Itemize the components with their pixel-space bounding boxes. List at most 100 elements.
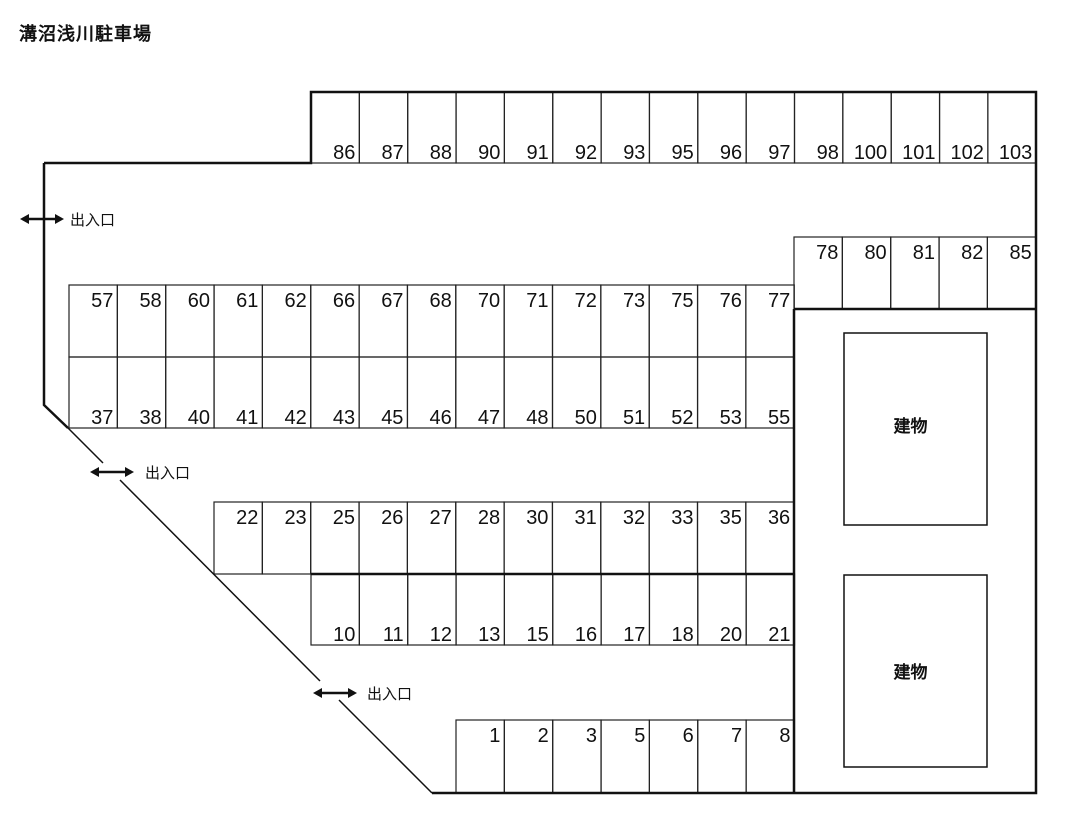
parking-space-98[interactable]: 98	[793, 91, 844, 164]
parking-space-50[interactable]: 50	[551, 356, 602, 429]
parking-space-22[interactable]: 22	[213, 501, 263, 575]
parking-space-57[interactable]: 57	[68, 284, 118, 358]
space-number: 90	[478, 142, 500, 164]
parking-space-91[interactable]: 91	[503, 91, 554, 164]
parking-space-62[interactable]: 62	[261, 284, 312, 358]
parking-space-26[interactable]: 26	[358, 501, 408, 575]
parking-space-67[interactable]: 67	[358, 284, 409, 358]
space-number: 38	[139, 407, 161, 429]
space-number: 87	[381, 142, 403, 164]
lot-boundary	[44, 90, 1038, 795]
parking-space-53[interactable]: 53	[696, 356, 747, 429]
parking-space-77[interactable]: 77	[745, 284, 795, 358]
parking-space-38[interactable]: 38	[116, 356, 167, 429]
parking-space-15[interactable]: 15	[503, 573, 554, 646]
parking-space-61[interactable]: 61	[213, 284, 264, 358]
parking-space-25[interactable]: 25	[310, 501, 360, 575]
parking-space-97[interactable]: 97	[745, 91, 796, 164]
parking-space-87[interactable]: 87	[358, 91, 409, 164]
parking-space-11[interactable]: 11	[358, 573, 409, 646]
parking-space-45[interactable]: 45	[358, 356, 409, 429]
parking-space-8[interactable]: 8	[745, 719, 796, 794]
parking-space-70[interactable]: 70	[455, 284, 505, 358]
parking-space-32[interactable]: 32	[600, 501, 650, 575]
parking-space-72[interactable]: 72	[551, 284, 602, 358]
parking-space-7[interactable]: 7	[697, 719, 747, 794]
parking-space-2[interactable]: 2	[503, 719, 554, 794]
parking-space-13[interactable]: 13	[455, 573, 505, 646]
space-number: 35	[720, 507, 742, 529]
parking-space-102[interactable]: 102	[938, 91, 989, 164]
space-number: 100	[854, 142, 887, 164]
parking-space-101[interactable]: 101	[890, 91, 941, 164]
parking-space-73[interactable]: 73	[600, 284, 650, 358]
parking-space-3[interactable]: 3	[552, 719, 602, 794]
parking-space-6[interactable]: 6	[648, 719, 699, 794]
parking-space-28[interactable]: 28	[455, 501, 505, 575]
parking-space-68[interactable]: 68	[406, 284, 457, 358]
parking-space-23[interactable]: 23	[261, 501, 312, 575]
space-number: 2	[538, 725, 549, 747]
parking-space-42[interactable]: 42	[261, 356, 312, 429]
parking-space-92[interactable]: 92	[552, 91, 602, 164]
space-number: 5	[634, 725, 645, 747]
parking-space-96[interactable]: 96	[697, 91, 747, 164]
parking-space-36[interactable]: 36	[745, 501, 795, 575]
parking-space-31[interactable]: 31	[551, 501, 602, 575]
space-number: 82	[961, 242, 983, 264]
arrow-right-head-icon	[348, 688, 357, 698]
parking-space-16[interactable]: 16	[552, 573, 602, 646]
parking-space-27[interactable]: 27	[406, 501, 457, 575]
entrance-1: 出入口	[20, 211, 115, 229]
parking-space-47[interactable]: 47	[455, 356, 505, 429]
parking-space-17[interactable]: 17	[600, 573, 651, 646]
parking-space-40[interactable]: 40	[165, 356, 215, 429]
parking-space-43[interactable]: 43	[310, 356, 360, 429]
parking-space-1[interactable]: 1	[455, 719, 505, 794]
parking-space-100[interactable]: 100	[842, 91, 892, 164]
parking-space-85[interactable]: 85	[986, 236, 1037, 310]
parking-space-52[interactable]: 52	[648, 356, 699, 429]
building-1: 建物	[843, 332, 988, 526]
space-number: 91	[527, 142, 549, 164]
parking-space-12[interactable]: 12	[407, 573, 457, 646]
parking-space-76[interactable]: 76	[696, 284, 747, 358]
parking-space-86[interactable]: 86	[310, 91, 360, 164]
space-number: 43	[333, 407, 355, 429]
parking-space-82[interactable]: 82	[938, 236, 988, 310]
parking-space-18[interactable]: 18	[648, 573, 699, 646]
space-number: 8	[779, 725, 790, 747]
space-number: 25	[333, 507, 355, 529]
parking-space-46[interactable]: 46	[406, 356, 457, 429]
parking-space-10[interactable]: 10	[310, 573, 360, 646]
parking-space-5[interactable]: 5	[600, 719, 650, 794]
parking-space-90[interactable]: 90	[455, 91, 505, 164]
parking-space-103[interactable]: 103	[987, 91, 1037, 164]
parking-space-37[interactable]: 37	[68, 356, 118, 429]
parking-space-20[interactable]: 20	[697, 573, 747, 646]
entrance-label: 出入口	[367, 685, 412, 703]
parking-space-48[interactable]: 48	[503, 356, 554, 429]
parking-space-93[interactable]: 93	[600, 91, 651, 164]
parking-space-75[interactable]: 75	[648, 284, 699, 358]
parking-space-60[interactable]: 60	[165, 284, 215, 358]
parking-space-55[interactable]: 55	[745, 356, 795, 429]
space-number: 6	[683, 725, 694, 747]
parking-space-88[interactable]: 88	[407, 91, 457, 164]
parking-space-71[interactable]: 71	[503, 284, 554, 358]
parking-space-81[interactable]: 81	[890, 236, 940, 310]
parking-space-41[interactable]: 41	[213, 356, 264, 429]
parking-space-35[interactable]: 35	[696, 501, 747, 575]
parking-space-21[interactable]: 21	[745, 573, 796, 646]
parking-space-51[interactable]: 51	[600, 356, 650, 429]
entrance-3: 出入口	[313, 685, 412, 703]
parking-space-58[interactable]: 58	[116, 284, 167, 358]
parking-space-80[interactable]: 80	[841, 236, 892, 310]
parking-space-33[interactable]: 33	[648, 501, 699, 575]
parking-space-66[interactable]: 66	[310, 284, 360, 358]
parking-space-95[interactable]: 95	[648, 91, 699, 164]
space-number: 40	[188, 407, 210, 429]
parking-space-78[interactable]: 78	[793, 236, 843, 310]
parking-space-30[interactable]: 30	[503, 501, 554, 575]
